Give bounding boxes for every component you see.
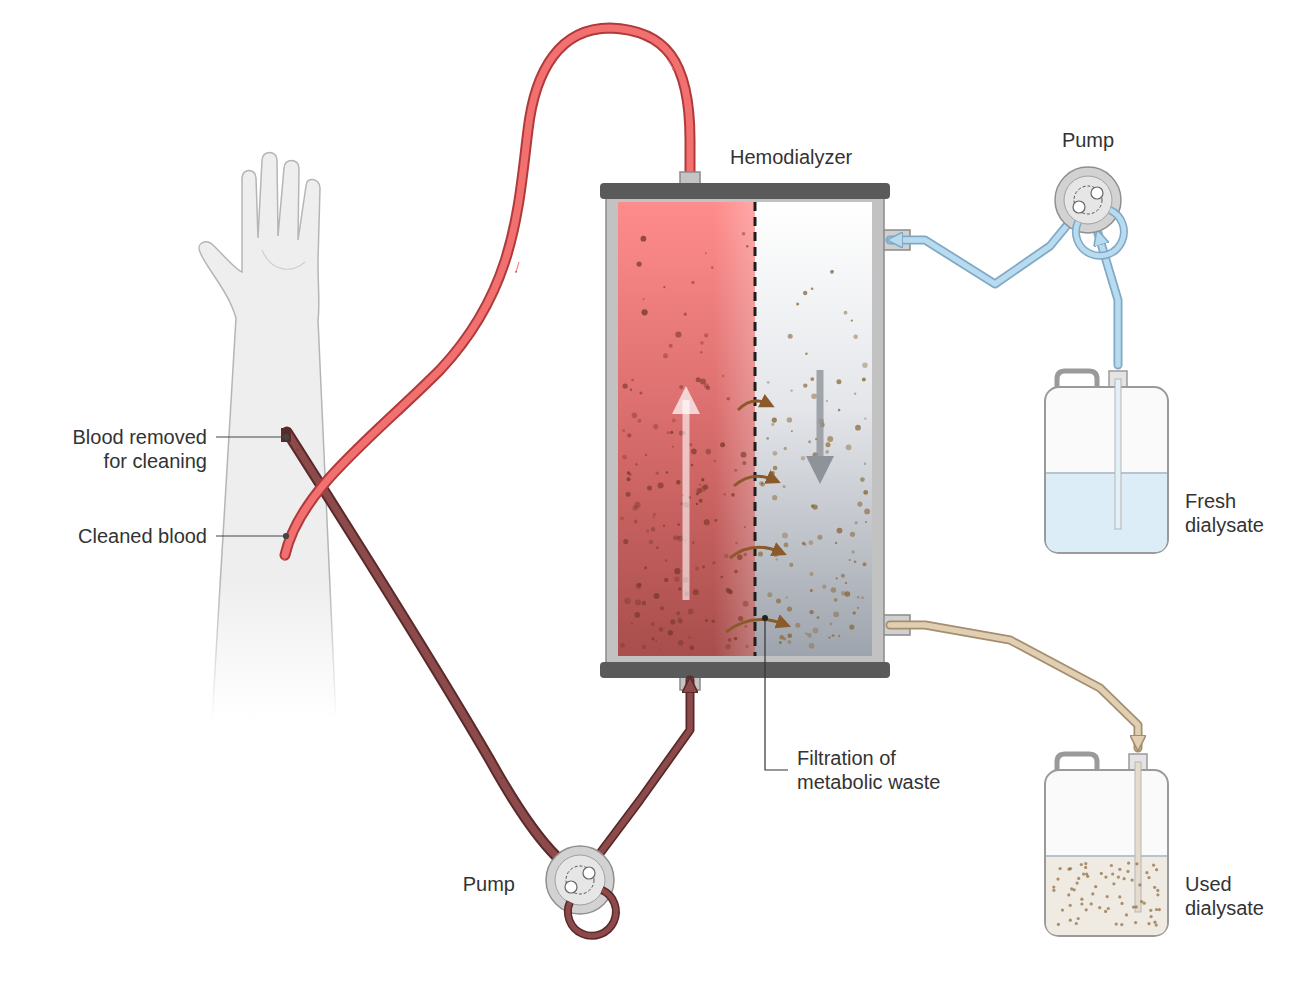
pump: Pump (1054, 166, 1122, 234)
tube-outline (890, 625, 1138, 748)
tube-fill (601, 680, 690, 852)
pump: Pump (545, 845, 615, 915)
tube-connector (890, 625, 1138, 748)
node-label: Fresh dialysate (1185, 489, 1295, 537)
hemodialyzer: Hemodialyzer (600, 183, 890, 680)
tube-connector (601, 680, 690, 852)
tube-outline (890, 226, 1066, 284)
pump-symbol (545, 845, 615, 915)
dialysate-container: Used dialysate (1043, 748, 1170, 938)
pump-symbol (1054, 166, 1122, 234)
node-label: Pump (463, 872, 515, 896)
container-symbol (1043, 748, 1170, 938)
node-label: Hemodialyzer (730, 145, 852, 169)
node-label: Used dialysate (1185, 872, 1295, 920)
tube-outline (601, 680, 690, 852)
node-label: Pump (1062, 128, 1114, 152)
callout-label: Blood removed for cleaning (57, 425, 207, 473)
tube-fill (890, 625, 1138, 748)
callout-label: Cleaned blood (37, 524, 207, 548)
dialysate-container: Fresh dialysate (1043, 365, 1170, 555)
tube-fill (890, 226, 1066, 284)
leader-lines (216, 435, 289, 539)
callout-label: Filtration of metabolic waste (797, 746, 977, 794)
hemodialyzer-housing (600, 172, 910, 770)
tube-connector (890, 226, 1066, 284)
container-symbol (1043, 365, 1170, 555)
arm (199, 153, 336, 721)
